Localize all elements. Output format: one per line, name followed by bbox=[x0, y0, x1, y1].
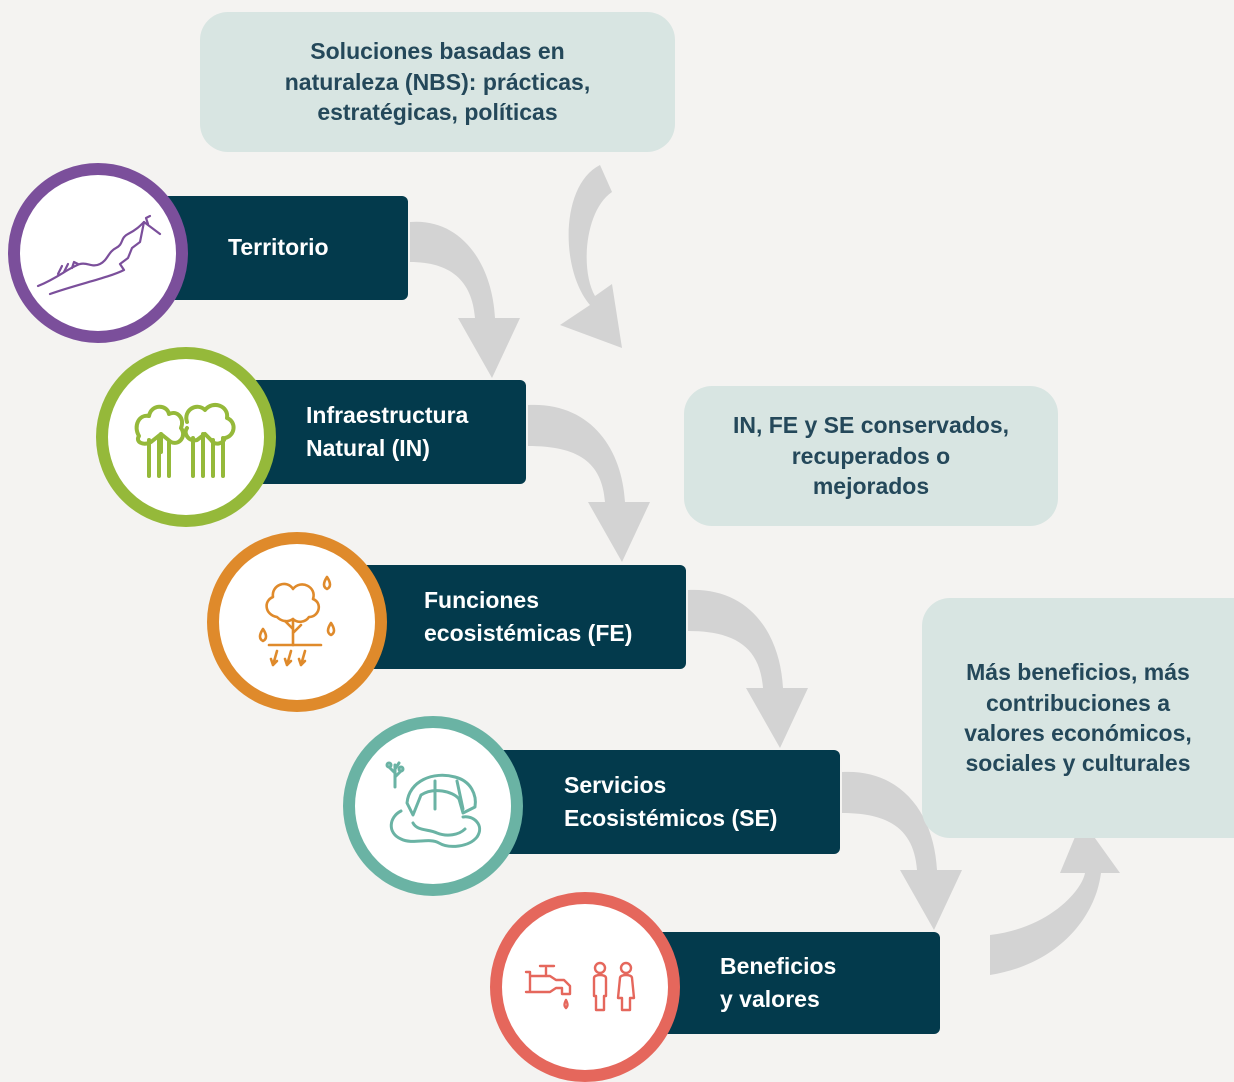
callout-benefits-line-2: contribuciones a bbox=[985, 689, 1171, 716]
callout-nbs-line-3: estratégicas, políticas bbox=[317, 99, 558, 126]
step-se-label-line-1: Servicios bbox=[564, 771, 667, 798]
step-se-ring bbox=[343, 716, 523, 896]
callout-benefits-line-3: valores económicos, bbox=[964, 720, 1192, 746]
arrow-fe-se bbox=[688, 589, 808, 748]
callout-conserved-line-2: recuperados o bbox=[791, 442, 951, 469]
callout-benefits-line-4: sociales y culturales bbox=[965, 750, 1191, 777]
step-fe-label-line-2: ecosistémicas (FE) bbox=[424, 620, 633, 646]
step-beneficios-label-line-1: Beneficios bbox=[720, 952, 837, 979]
step-fe-bar: Funciones ecosistémicas (FE) bbox=[340, 565, 686, 669]
callout-nbs-line-1: Soluciones basadas en bbox=[310, 38, 565, 65]
step-in-ring bbox=[96, 347, 276, 527]
step-territorio-label: Territorio bbox=[228, 234, 329, 261]
arrow-beneficios-up bbox=[990, 820, 1120, 975]
mountain-coast-icon bbox=[36, 214, 162, 296]
tap-people-icon bbox=[524, 961, 636, 1012]
callout-conserved-line-3: mejorados bbox=[812, 473, 930, 500]
step-beneficios-bar: Beneficios y valores bbox=[630, 932, 940, 1034]
callout-benefits-line-1: Más beneficios, más bbox=[966, 659, 1190, 686]
arrow-se-beneficios bbox=[842, 771, 962, 930]
step-se-label-line-2: Ecosistémicos (SE) bbox=[564, 805, 778, 831]
step-in-label-line-2: Natural (IN) bbox=[306, 435, 430, 461]
arrow-nbs-down bbox=[560, 165, 622, 348]
callout-conserved-line-1: IN, FE y SE conservados, bbox=[732, 412, 1010, 439]
arrow-in-fe bbox=[528, 404, 650, 562]
step-in-label-line-1: Infraestructura bbox=[306, 401, 469, 428]
water-bowl-icon bbox=[385, 761, 482, 848]
callout-benefits: Más beneficios, más contribuciones a val… bbox=[922, 598, 1234, 838]
step-beneficios-label-line-2: y valores bbox=[720, 986, 820, 1012]
step-fe-label-line-1: Funciones bbox=[424, 586, 540, 613]
forest-trees-icon bbox=[134, 402, 236, 478]
step-se-bar: Servicios Ecosistémicos (SE) bbox=[470, 750, 840, 854]
tree-rain-icon bbox=[258, 575, 336, 667]
step-fe-ring bbox=[207, 532, 387, 712]
callout-nbs: Soluciones basadas en naturaleza (NBS): … bbox=[200, 12, 675, 152]
arrow-territorio-in bbox=[410, 221, 520, 378]
step-in-bar: Infraestructura Natural (IN) bbox=[224, 380, 526, 484]
callout-nbs-line-2: naturaleza (NBS): prácticas, bbox=[284, 68, 591, 95]
step-territorio-ring bbox=[8, 163, 188, 343]
callout-conserved: IN, FE y SE conservados, recuperados o m… bbox=[684, 386, 1058, 526]
step-beneficios-ring bbox=[490, 892, 680, 1082]
